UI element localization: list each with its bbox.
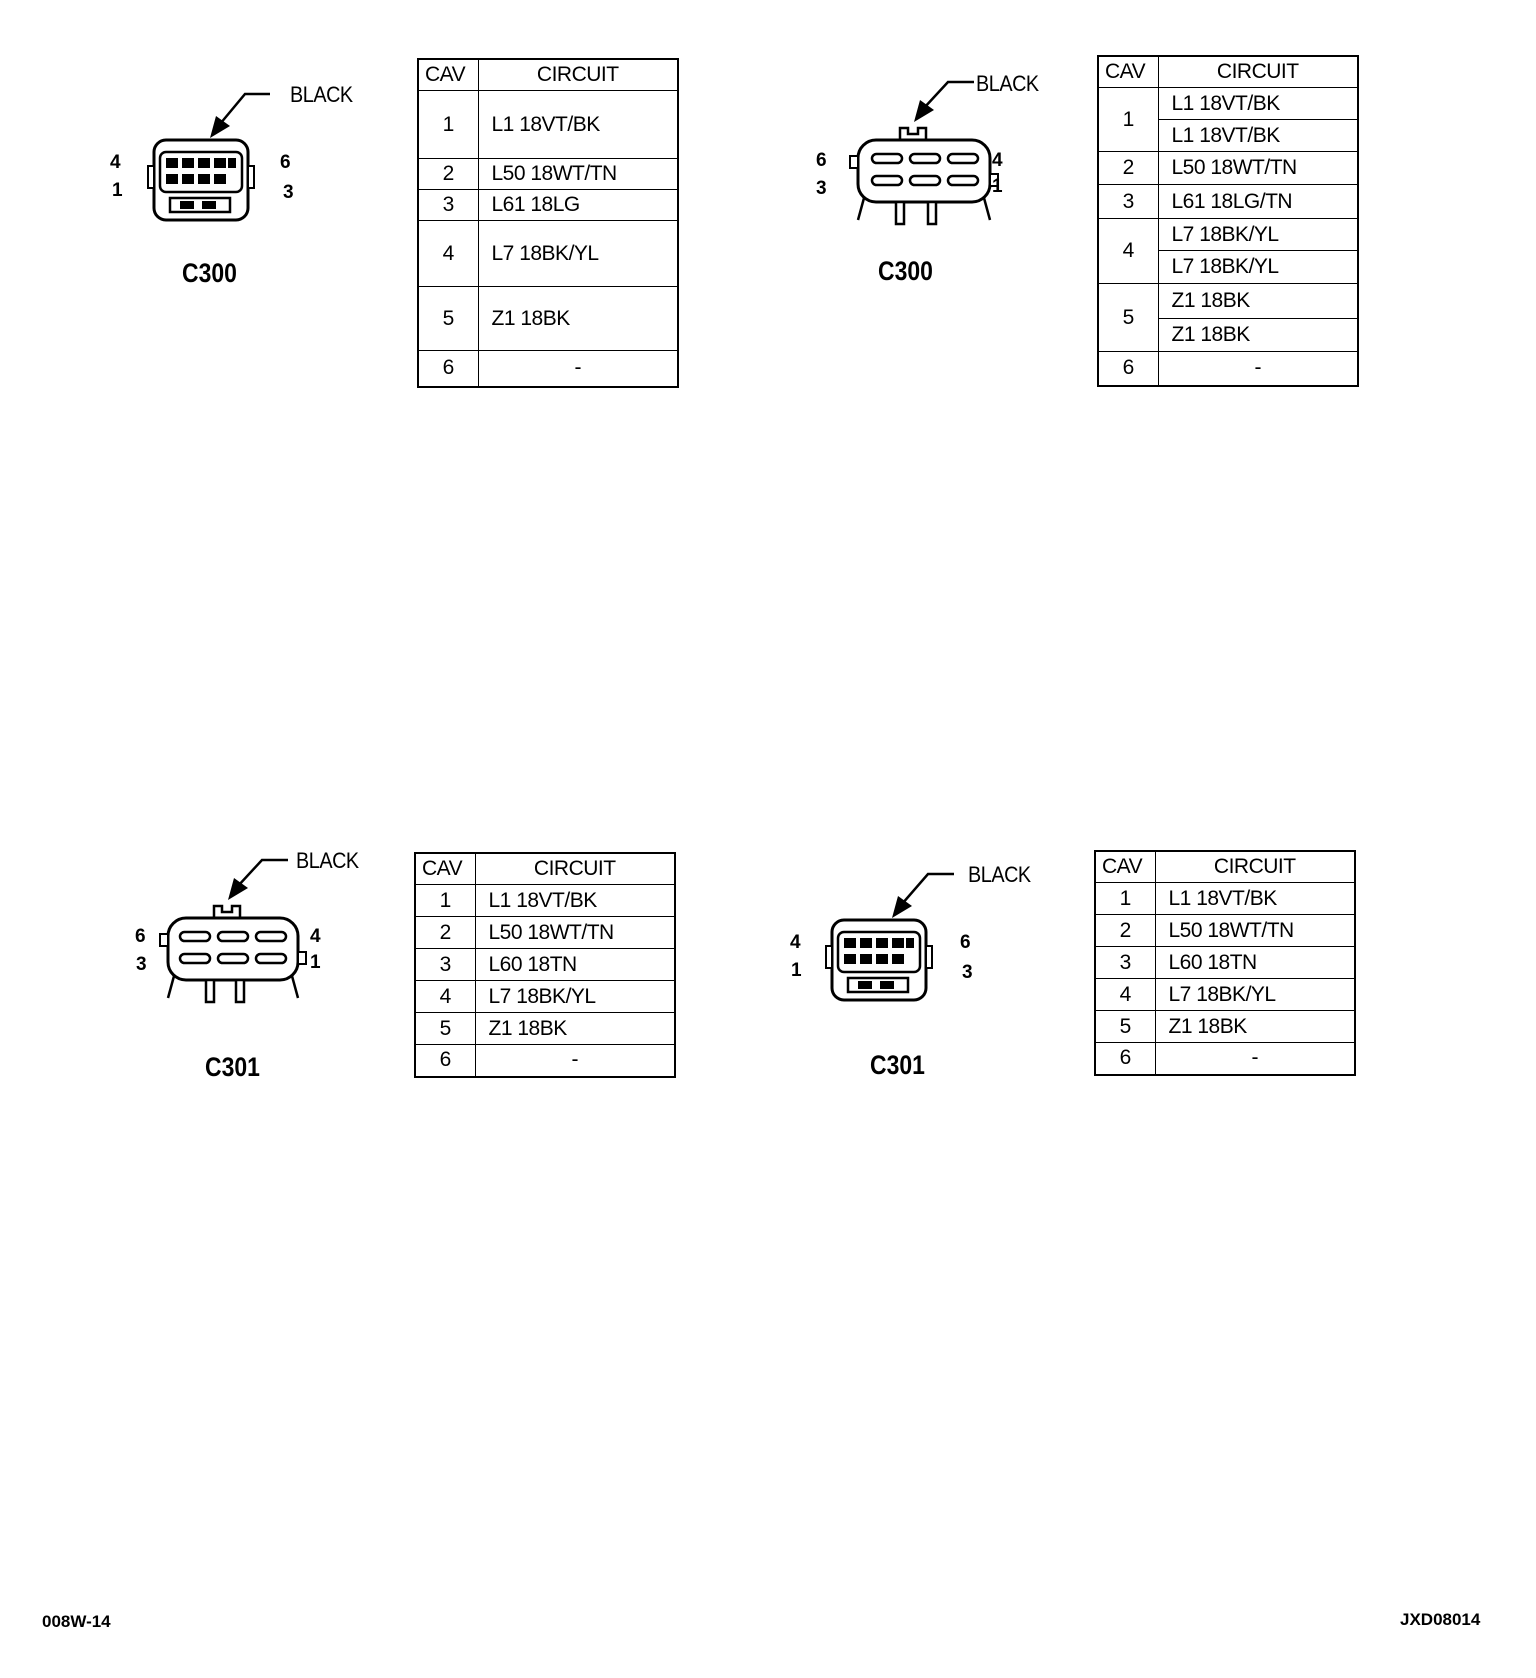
cav-number: 5 xyxy=(1094,1010,1156,1043)
connector-name: C300 xyxy=(878,256,933,286)
pin-number-label: 6 xyxy=(960,932,971,953)
circuit-value: L61 18LG xyxy=(477,189,679,221)
circuit-value: L50 18WT/TN xyxy=(477,158,679,190)
connector-name: C301 xyxy=(205,1052,260,1082)
circuit-value: Z1 18BK xyxy=(1157,318,1359,352)
circuit-value: Z1 18BK xyxy=(1154,1010,1356,1043)
circuit-value: - xyxy=(474,1044,676,1077)
cav-number: 2 xyxy=(1094,914,1156,947)
circuit-header: CIRCUIT xyxy=(1157,55,1359,88)
connector-c300-male-drawing xyxy=(849,80,999,226)
cav-number: 5 xyxy=(417,286,479,351)
circuit-value: L7 18BK/YL xyxy=(474,980,676,1013)
circuit-value: - xyxy=(1157,351,1359,386)
circuit-value: L61 18LG/TN xyxy=(1157,184,1359,219)
circuit-value: L1 18VT/BK xyxy=(474,884,676,917)
pin-number-label: 3 xyxy=(962,962,973,983)
pin-number-label: 6 xyxy=(280,152,291,173)
page-code: 008W-14 xyxy=(42,1612,111,1631)
cav-header: CAV xyxy=(414,852,476,885)
cav-number: 6 xyxy=(414,1044,476,1077)
circuit-value: L1 18VT/BK xyxy=(1157,87,1359,120)
cav-number: 4 xyxy=(1097,218,1159,284)
cav-header: CAV xyxy=(1094,850,1156,883)
pin-number-label: 1 xyxy=(992,176,1003,197)
circuit-value: L60 18TN xyxy=(1154,946,1356,979)
connector-color-label: BLACK xyxy=(290,82,353,107)
pin-number-label: 3 xyxy=(283,182,294,203)
pin-number-label: 6 xyxy=(135,926,146,947)
circuit-value: L50 18WT/TN xyxy=(1157,151,1359,185)
circuit-value: L50 18WT/TN xyxy=(474,916,676,949)
pin-number-label: 1 xyxy=(310,952,321,973)
circuit-value: L50 18WT/TN xyxy=(1154,914,1356,947)
circuit-header: CIRCUIT xyxy=(1154,850,1356,883)
cav-number: 4 xyxy=(417,220,479,287)
connector-name: C300 xyxy=(182,258,237,288)
circuit-value: L1 18VT/BK xyxy=(477,90,679,159)
cav-number: 3 xyxy=(414,948,476,981)
cav-number: 3 xyxy=(417,189,479,221)
cav-header: CAV xyxy=(417,58,479,91)
circuit-value: Z1 18BK xyxy=(474,1012,676,1045)
pin-number-label: 3 xyxy=(816,178,827,199)
connector-color-label: BLACK xyxy=(296,848,359,873)
cav-number: 6 xyxy=(1097,351,1159,386)
cav-number: 1 xyxy=(1094,882,1156,915)
circuit-header: CIRCUIT xyxy=(477,58,679,91)
pin-number-label: 6 xyxy=(816,150,827,171)
circuit-value: L1 18VT/BK xyxy=(1154,882,1356,915)
pin-number-label: 1 xyxy=(791,960,802,981)
circuit-value: L60 18TN xyxy=(474,948,676,981)
pin-number-label: 4 xyxy=(790,932,801,953)
cav-number: 6 xyxy=(1094,1042,1156,1075)
circuit-header: CIRCUIT xyxy=(474,852,676,885)
circuit-value: L1 18VT/BK xyxy=(1157,119,1359,152)
cav-number: 6 xyxy=(417,350,479,387)
cav-number: 2 xyxy=(1097,151,1159,185)
pin-number-label: 4 xyxy=(992,150,1003,171)
cav-number: 4 xyxy=(1094,978,1156,1011)
cav-number: 3 xyxy=(1097,184,1159,219)
circuit-value: Z1 18BK xyxy=(1157,283,1359,319)
circuit-value: L7 18BK/YL xyxy=(1154,978,1356,1011)
pin-number-label: 3 xyxy=(136,954,147,975)
figure-id: JXD08014 xyxy=(1400,1610,1481,1629)
circuit-value: Z1 18BK xyxy=(477,286,679,351)
connector-color-label: BLACK xyxy=(968,862,1031,887)
pin-number-label: 4 xyxy=(110,152,121,173)
connector-c301-male-drawing xyxy=(159,858,307,1004)
circuit-value: L7 18BK/YL xyxy=(1157,250,1359,284)
cav-number: 5 xyxy=(1097,283,1159,352)
cav-number: 3 xyxy=(1094,946,1156,979)
connector-c300-female-drawing xyxy=(147,92,270,222)
pin-number-label: 1 xyxy=(112,180,123,201)
cav-number: 4 xyxy=(414,980,476,1013)
cav-number: 1 xyxy=(1097,87,1159,152)
connector-color-label: BLACK xyxy=(976,71,1039,96)
circuit-value: L7 18BK/YL xyxy=(477,220,679,287)
cav-number: 5 xyxy=(414,1012,476,1045)
circuit-value: - xyxy=(477,350,679,387)
cav-number: 2 xyxy=(417,158,479,190)
connector-c301-female-drawing xyxy=(825,872,954,1002)
cav-number: 1 xyxy=(417,90,479,159)
connector-name: C301 xyxy=(870,1050,925,1080)
pin-number-label: 4 xyxy=(310,926,321,947)
cav-number: 1 xyxy=(414,884,476,917)
circuit-value: L7 18BK/YL xyxy=(1157,218,1359,251)
circuit-value: - xyxy=(1154,1042,1356,1075)
cav-header: CAV xyxy=(1097,55,1159,88)
cav-number: 2 xyxy=(414,916,476,949)
